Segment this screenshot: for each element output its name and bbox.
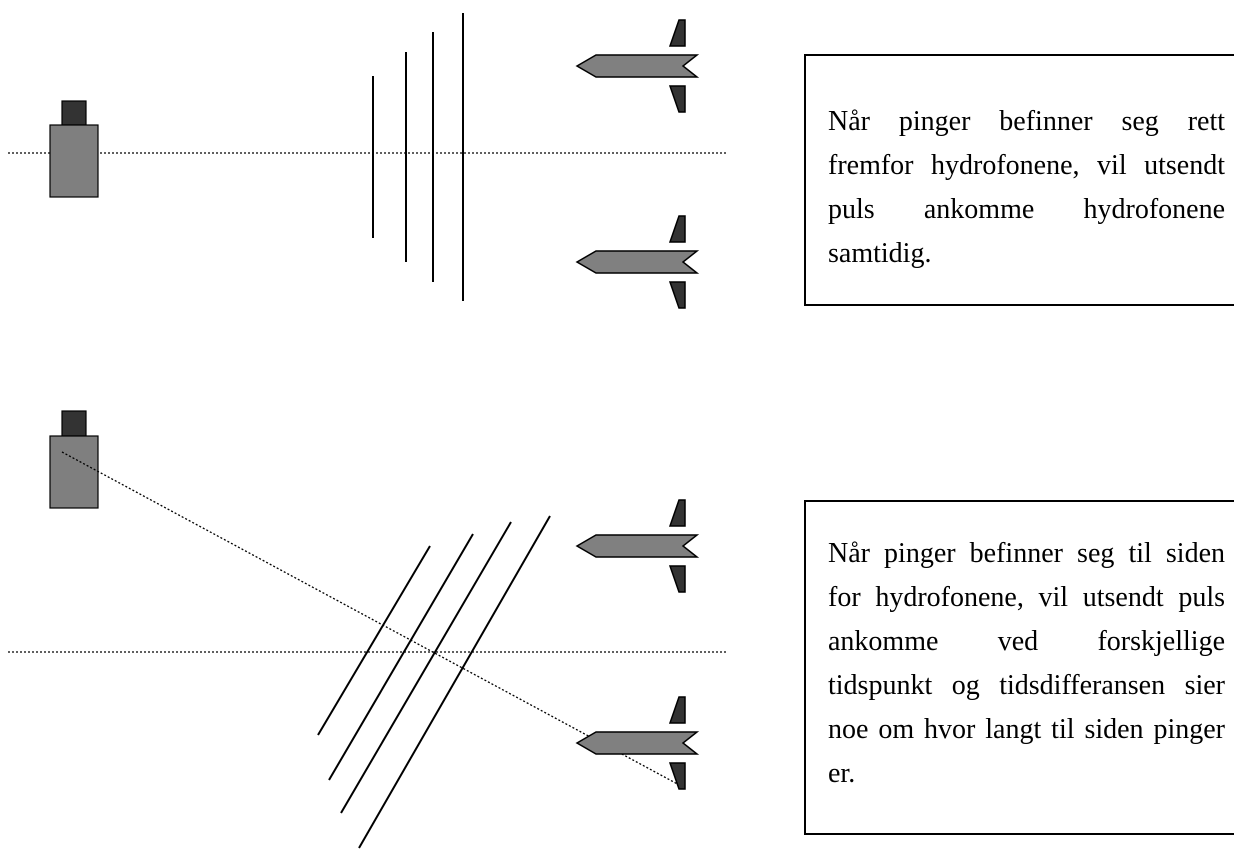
wavefront-line xyxy=(358,515,551,849)
pinger-body xyxy=(49,435,99,509)
wavefronts xyxy=(372,13,464,301)
scenario-straight-ahead xyxy=(8,13,728,309)
caption-box-to-the-side: Når pinger befinner seg til siden for hy… xyxy=(804,500,1234,835)
wavefront-line xyxy=(340,521,512,814)
pinger-cap xyxy=(61,410,87,437)
caption-text: Når pinger befinner seg til siden for hy… xyxy=(828,538,1225,789)
wavefront-line xyxy=(328,533,474,781)
hydrophone-upper xyxy=(576,19,698,113)
wavefront-line xyxy=(317,545,431,736)
caption-box-straight-ahead: Når pinger befinner seg rett fremfor hyd… xyxy=(804,54,1234,306)
pinger xyxy=(49,100,99,198)
direction-line xyxy=(61,451,684,788)
hydrophone-upper xyxy=(576,499,698,593)
caption-text: Når pinger befinner seg rett fremfor hyd… xyxy=(828,106,1225,269)
pinger-body xyxy=(49,124,99,198)
hydrophone-lower xyxy=(576,215,698,309)
pinger xyxy=(49,410,99,509)
hydrophone-lower xyxy=(576,696,698,790)
wavefronts xyxy=(317,515,551,849)
scenario-to-the-side xyxy=(8,410,728,849)
pinger-cap xyxy=(61,100,87,126)
